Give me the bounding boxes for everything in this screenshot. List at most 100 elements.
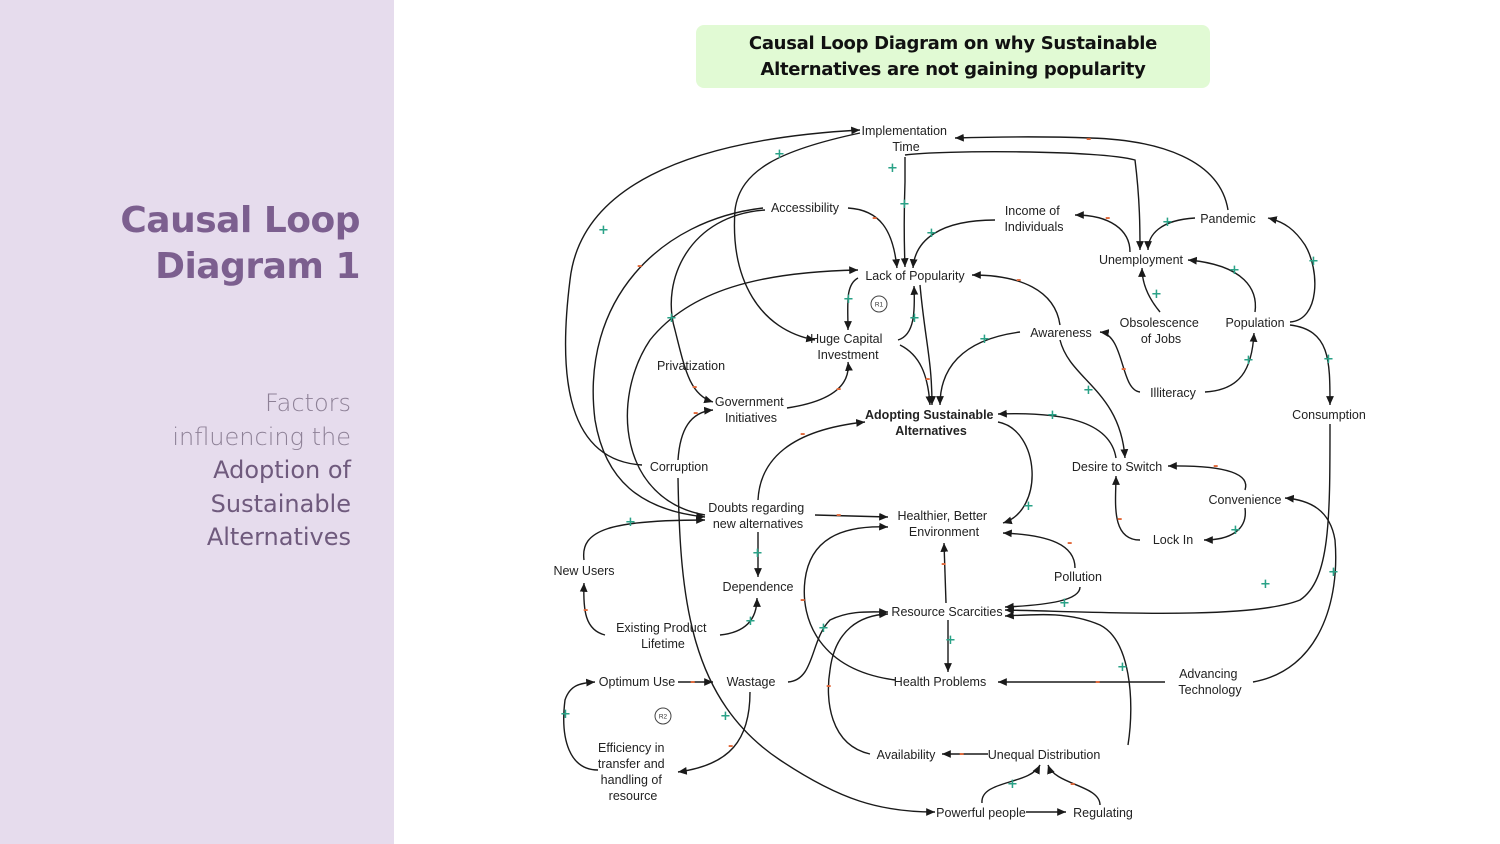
link-population-to-unemployment: [1187, 256, 1257, 313]
link-illiteracy-to-awareness: [1099, 329, 1141, 393]
polarity-positive: +: [909, 311, 920, 326]
link-capital-to-adopting: [899, 344, 934, 406]
node-advancing-technology[interactable]: Advancing Technology: [1178, 667, 1242, 697]
link-doubts-to-adopting: [757, 419, 866, 501]
node-optimum-use[interactable]: Optimum Use: [599, 675, 675, 689]
polarity-positive: +: [560, 707, 571, 722]
link-resources-to-healthier: [940, 542, 949, 604]
link-wastage-to-efficiency: [677, 691, 751, 775]
node-implementation-time[interactable]: Implementation Time: [862, 124, 951, 154]
link-pollution-to-resources: [1004, 586, 1081, 611]
link-tech-to-convenience: [1252, 494, 1337, 683]
node-pandemic[interactable]: Pandemic: [1200, 212, 1256, 226]
polarity-positive: +: [625, 515, 636, 530]
node-health-problems[interactable]: Health Problems: [894, 675, 986, 689]
polarity-negative: -: [692, 380, 697, 395]
link-awareness-to-adopting: [936, 331, 1021, 406]
slide-subtitle: Factors influencing the Adoption of Sust…: [21, 387, 351, 555]
node-accessibility[interactable]: Accessibility: [771, 201, 840, 215]
node-efficiency-in-transfer[interactable]: Efficiency in transfer and handling of r…: [598, 741, 668, 803]
node-unemployment[interactable]: Unemployment: [1099, 253, 1184, 267]
polarity-positive: +: [1007, 777, 1018, 792]
link-corruption-to-govt: [677, 406, 714, 461]
node-obsolescence-of-jobs[interactable]: Obsolescence of Jobs: [1120, 316, 1203, 346]
link-accessibility-to-lack: [847, 207, 900, 269]
node-illiteracy[interactable]: Illiteracy: [1150, 386, 1197, 400]
polarity-positive: +: [1229, 263, 1240, 278]
polarity-negative: -: [836, 508, 841, 523]
node-resource-scarcities[interactable]: Resource Scarcities: [891, 605, 1002, 619]
link-implementation-to-lack: [900, 157, 909, 268]
node-wastage[interactable]: Wastage: [727, 675, 776, 689]
link-accessibility-to-doubts: [592, 207, 764, 520]
node-lack-of-popularity[interactable]: Lack of Popularity: [865, 269, 965, 283]
link-awareness-to-lack: [971, 271, 1061, 326]
loop-markers: R1 R2: [654, 295, 888, 725]
node-population[interactable]: Population: [1225, 316, 1284, 330]
polarity-positive: +: [666, 311, 677, 326]
node-powerful-people[interactable]: Powerful people: [936, 806, 1026, 820]
node-dependence[interactable]: Dependence: [723, 580, 794, 594]
link-desire-to-adopting: [997, 409, 1117, 459]
node-new-users[interactable]: New Users: [553, 564, 614, 578]
node-regulating[interactable]: Regulating: [1073, 806, 1133, 820]
loop-marker-r1-label: R1: [875, 302, 884, 309]
polarity-negative: -: [1095, 675, 1100, 690]
link-adopting-to-healthier: [997, 421, 1033, 525]
polarity-positive: +: [1230, 523, 1241, 538]
link-govt-to-capital: [786, 361, 853, 409]
subtitle-line-1: Factors: [265, 389, 351, 417]
polarity-positive: +: [745, 614, 756, 629]
polarity-negative: -: [583, 603, 588, 618]
node-corruption[interactable]: Corruption: [650, 460, 708, 474]
link-corruption-to-powerful: [677, 477, 936, 816]
link-convenience-to-desire: [1167, 461, 1247, 491]
slide-title: Causal Loop Diagram 1: [30, 198, 360, 290]
node-healthier-better-environment[interactable]: Healthier, Better Environment: [897, 509, 990, 539]
node-government-initiatives[interactable]: Government Initiatives: [715, 395, 787, 425]
polarity-negative: -: [1067, 536, 1072, 551]
link-health-to-healthier: [803, 522, 896, 681]
link-doubts-to-lack: [626, 266, 859, 516]
node-lock-in[interactable]: Lock In: [1153, 533, 1193, 547]
polarity-negative: -: [693, 406, 698, 421]
polarity-positive: +: [1328, 565, 1339, 580]
polarity-positive: +: [598, 223, 609, 238]
link-availability-to-resources: [827, 610, 889, 755]
polarity-positive: +: [1047, 408, 1058, 423]
node-convenience[interactable]: Convenience: [1209, 493, 1282, 507]
polarity-negative: -: [637, 259, 642, 274]
polarity-negative: -: [1121, 362, 1126, 377]
node-pollution[interactable]: Pollution: [1054, 570, 1102, 584]
polarity-positive: +: [843, 292, 854, 307]
node-huge-capital-investment[interactable]: Huge Capital Investment: [810, 332, 886, 362]
polarity-negative: -: [800, 427, 805, 442]
node-consumption[interactable]: Consumption: [1292, 408, 1366, 422]
link-population-to-pandemic: [1267, 216, 1316, 323]
node-availability[interactable]: Availability: [877, 748, 937, 762]
link-pandemic-to-unemployment: [1144, 217, 1196, 251]
node-income-of-individuals[interactable]: Income of Individuals: [1004, 204, 1063, 234]
link-consumption-to-resources: [1004, 423, 1331, 615]
link-lockin-to-desire: [1112, 475, 1141, 541]
node-privatization[interactable]: Privatization: [657, 359, 725, 373]
link-wastage-to-resources: [787, 608, 889, 683]
link-implementation-to-capital: [733, 132, 861, 343]
node-desire-to-switch[interactable]: Desire to Switch: [1072, 460, 1162, 474]
node-existing-product-lifetime[interactable]: Existing Product Lifetime: [616, 621, 710, 651]
node-unequal-distribution[interactable]: Unequal Distribution: [988, 748, 1101, 762]
node-doubts-regarding-new-alternatives[interactable]: Doubts regarding new alternatives: [708, 501, 807, 531]
polarity-negative: -: [1016, 273, 1021, 288]
subtitle-line-5: Alternatives: [206, 523, 351, 551]
links: [563, 126, 1337, 816]
polarity-positive: +: [1243, 353, 1254, 368]
node-adopting-sustainable-alternatives[interactable]: Adopting Sustainable Alternatives: [865, 408, 997, 438]
polarity-positive: +: [926, 226, 937, 241]
slide-title-line-2: Diagram 1: [155, 246, 360, 287]
node-awareness[interactable]: Awareness: [1030, 326, 1092, 340]
loop-marker-r2-label: R2: [659, 714, 668, 721]
polarity-negative: -: [1070, 777, 1075, 792]
banner-line-2: Alternatives are not gaining popularity: [760, 58, 1146, 80]
link-awareness-to-desire: [1059, 339, 1129, 459]
